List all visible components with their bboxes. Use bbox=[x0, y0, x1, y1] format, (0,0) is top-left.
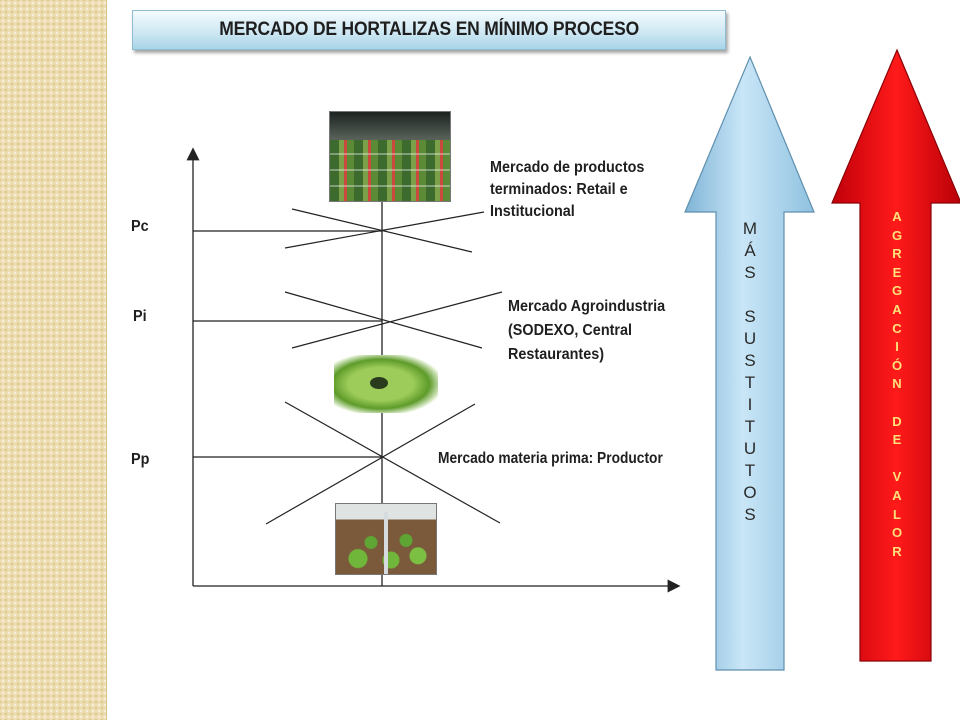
title-banner: MERCADO DE HORTALIZAS EN MÍNIMO PROCESO bbox=[132, 10, 726, 50]
price-label-pi: Pi bbox=[133, 308, 147, 325]
agro-demand-line bbox=[284, 291, 483, 349]
raw-market-label: Mercado materia prima: Productor bbox=[438, 450, 663, 467]
retail-market-label: Mercado de productos terminados: Retail … bbox=[490, 157, 644, 223]
substitutes-arrow-text: M Á S S U S T I T U T O S bbox=[742, 219, 758, 524]
agro-market-line-3: Restaurantes) bbox=[508, 346, 605, 363]
price-label-pc: Pc bbox=[131, 218, 149, 235]
agro-market-line-2: (SODEXO, Central bbox=[508, 322, 633, 339]
value-added-arrow-text: A G R E G A C I Ó N D E V A L O R bbox=[891, 209, 903, 559]
supermarket-shelves-image bbox=[329, 111, 451, 202]
raw-supply-line bbox=[265, 403, 476, 525]
retail-market-line-3: Institucional bbox=[490, 203, 575, 220]
agro-market-line-1: Mercado Agroindustria bbox=[508, 298, 666, 315]
retail-market-line-1: Mercado de productos bbox=[490, 159, 645, 176]
page-title: MERCADO DE HORTALIZAS EN MÍNIMO PROCESO bbox=[219, 19, 639, 40]
raw-demand-line bbox=[284, 401, 501, 524]
value-added-arrow bbox=[831, 48, 960, 662]
retail-market-line-2: terminados: Retail e bbox=[490, 181, 628, 198]
packaged-lettuce-image bbox=[334, 355, 438, 413]
substitutes-arrow bbox=[684, 55, 815, 671]
decorative-side-strip bbox=[0, 0, 107, 720]
lettuce-field-image bbox=[335, 503, 437, 575]
retail-supply-line bbox=[284, 211, 485, 249]
price-label-pp: Pp bbox=[131, 451, 150, 468]
agro-supply-line bbox=[291, 291, 503, 349]
agro-market-label: Mercado Agroindustria (SODEXO, Central R… bbox=[508, 295, 665, 367]
